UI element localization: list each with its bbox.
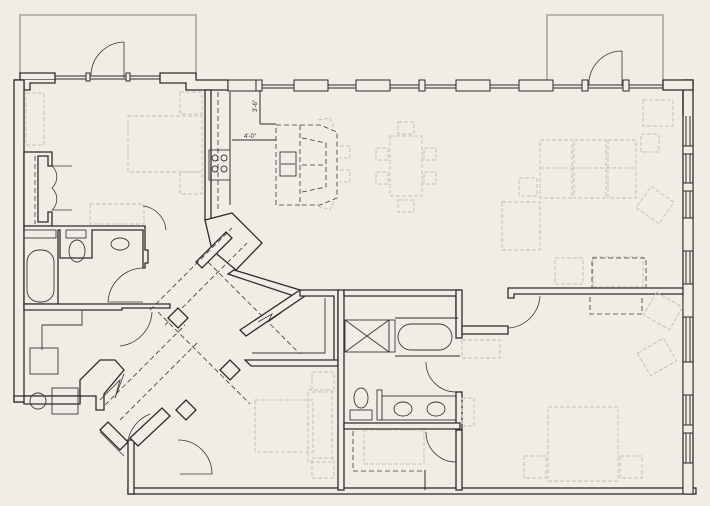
- vanity-sink-icon: [426, 401, 446, 417]
- dimension-horizontal: 4'-0": [244, 134, 256, 140]
- laundry-room: [23, 303, 171, 415]
- master-closet: [352, 429, 457, 490]
- bedroom-3: [254, 289, 345, 491]
- hall-closet: [243, 289, 339, 367]
- sink-icon: [110, 237, 130, 251]
- dryer-icon: [29, 347, 59, 375]
- left-top-windows: [55, 72, 160, 82]
- range-icon: [208, 149, 231, 181]
- top-window-wall: [227, 79, 663, 92]
- master-bath: [343, 289, 463, 491]
- kitchen-wall: [204, 89, 231, 221]
- double-vanity: [381, 395, 459, 421]
- toilet-icon: [68, 239, 86, 263]
- balcony-right: [546, 14, 664, 82]
- dimension-vertical: 3'-6": [253, 100, 259, 112]
- right-windows: [682, 116, 694, 495]
- bath-2: [23, 205, 167, 305]
- living-furniture: [501, 99, 675, 288]
- island-sink-icon: [279, 151, 297, 177]
- kitchen-island: 3'-6" 4'-0": [232, 90, 338, 206]
- dining-table: [375, 121, 437, 213]
- balcony-door-right: [588, 50, 623, 86]
- balcony-left: [19, 14, 197, 76]
- master-toilet-icon: [353, 387, 369, 409]
- vanity-sink-icon: [393, 401, 413, 417]
- bar-stools: [317, 117, 351, 211]
- bedroom2-closet: [23, 151, 72, 227]
- bathtub-icon: [26, 249, 55, 303]
- water-heater-icon: [29, 392, 47, 410]
- balcony-door-left: [90, 41, 125, 78]
- master-bedroom-furniture: [523, 257, 684, 482]
- entry-corridor: [99, 212, 306, 475]
- washer-icon: [51, 387, 79, 415]
- bedroom2-furniture: [25, 91, 203, 225]
- master-partition: [461, 287, 684, 427]
- master-tub-icon: [397, 323, 453, 351]
